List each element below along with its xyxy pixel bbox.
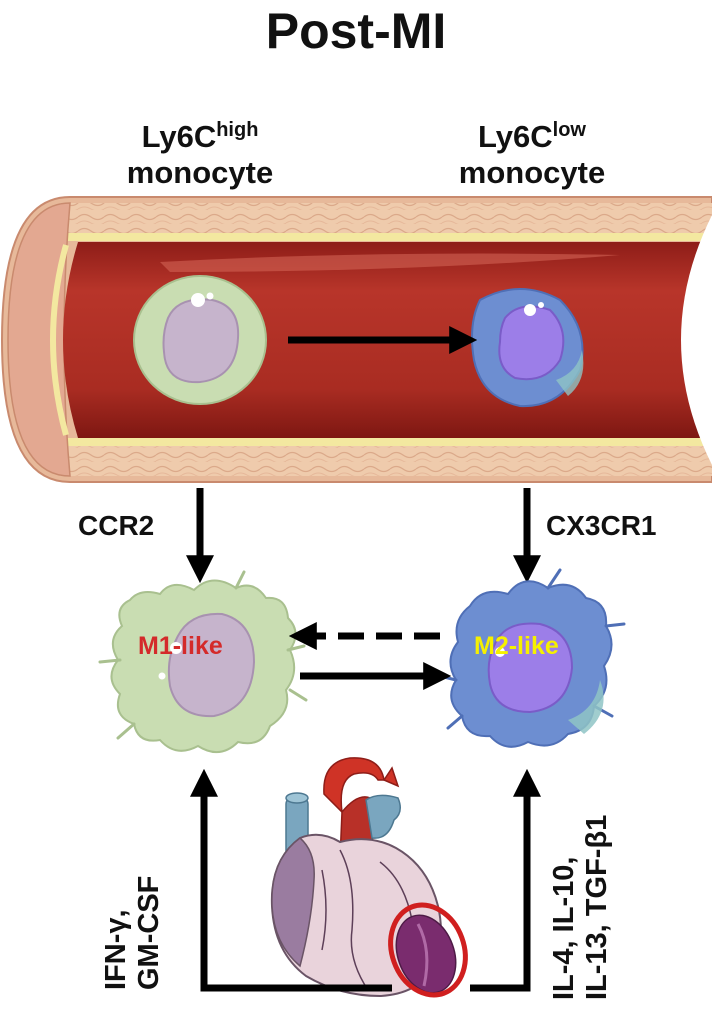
m2-like-label: M2-like [474,632,559,660]
il13-tgfb1-text: IL-13, TGF-β1 [581,814,613,1000]
ly6c-low-monocyte-label: Ly6Clow monocyte [432,112,632,191]
gm-csf-text: GM-CSF [133,875,165,990]
ifn-gm-csf-arrow [190,768,392,992]
il-tgf-label: IL-4, IL-10, IL-13, TGF-β1 [548,815,614,1000]
il-tgf-arrow [470,768,541,992]
ly6c-low-name: Ly6C [478,119,553,154]
vessel-wall-bottom [60,446,712,476]
ly6c-high-monocyte-cell [133,275,267,405]
ly6c-high-superscript: high [216,119,259,141]
il4-il10-text: IL-4, IL-10, [548,856,580,1000]
ly6c-high-type: monocyte [126,155,274,190]
ly6c-low-type: monocyte [458,155,606,190]
ly6c-low-monocyte-cell [471,288,584,408]
m1-like-label: M1-like [138,632,223,660]
ccr2-label: CCR2 [78,510,155,541]
m1-like-macrophage-cell [98,570,308,753]
ifn-gamma-text: IFN-γ, [100,909,132,990]
infarct-ring [388,902,468,998]
vessel-wall-top [60,203,712,233]
diagram-title: Post-MI [265,3,447,59]
heart-illustration [270,757,457,998]
ly6c-high-monocyte-label: Ly6Chigh monocyte [100,112,300,191]
m2-like-macrophage-cell [438,568,626,748]
ly6c-high-name: Ly6C [141,119,217,154]
ly6c-low-superscript: low [552,119,586,141]
cx3cr1-label: CX3CR1 [546,510,657,541]
ifn-gm-csf-label: IFN-γ, GM-CSF [100,876,166,990]
